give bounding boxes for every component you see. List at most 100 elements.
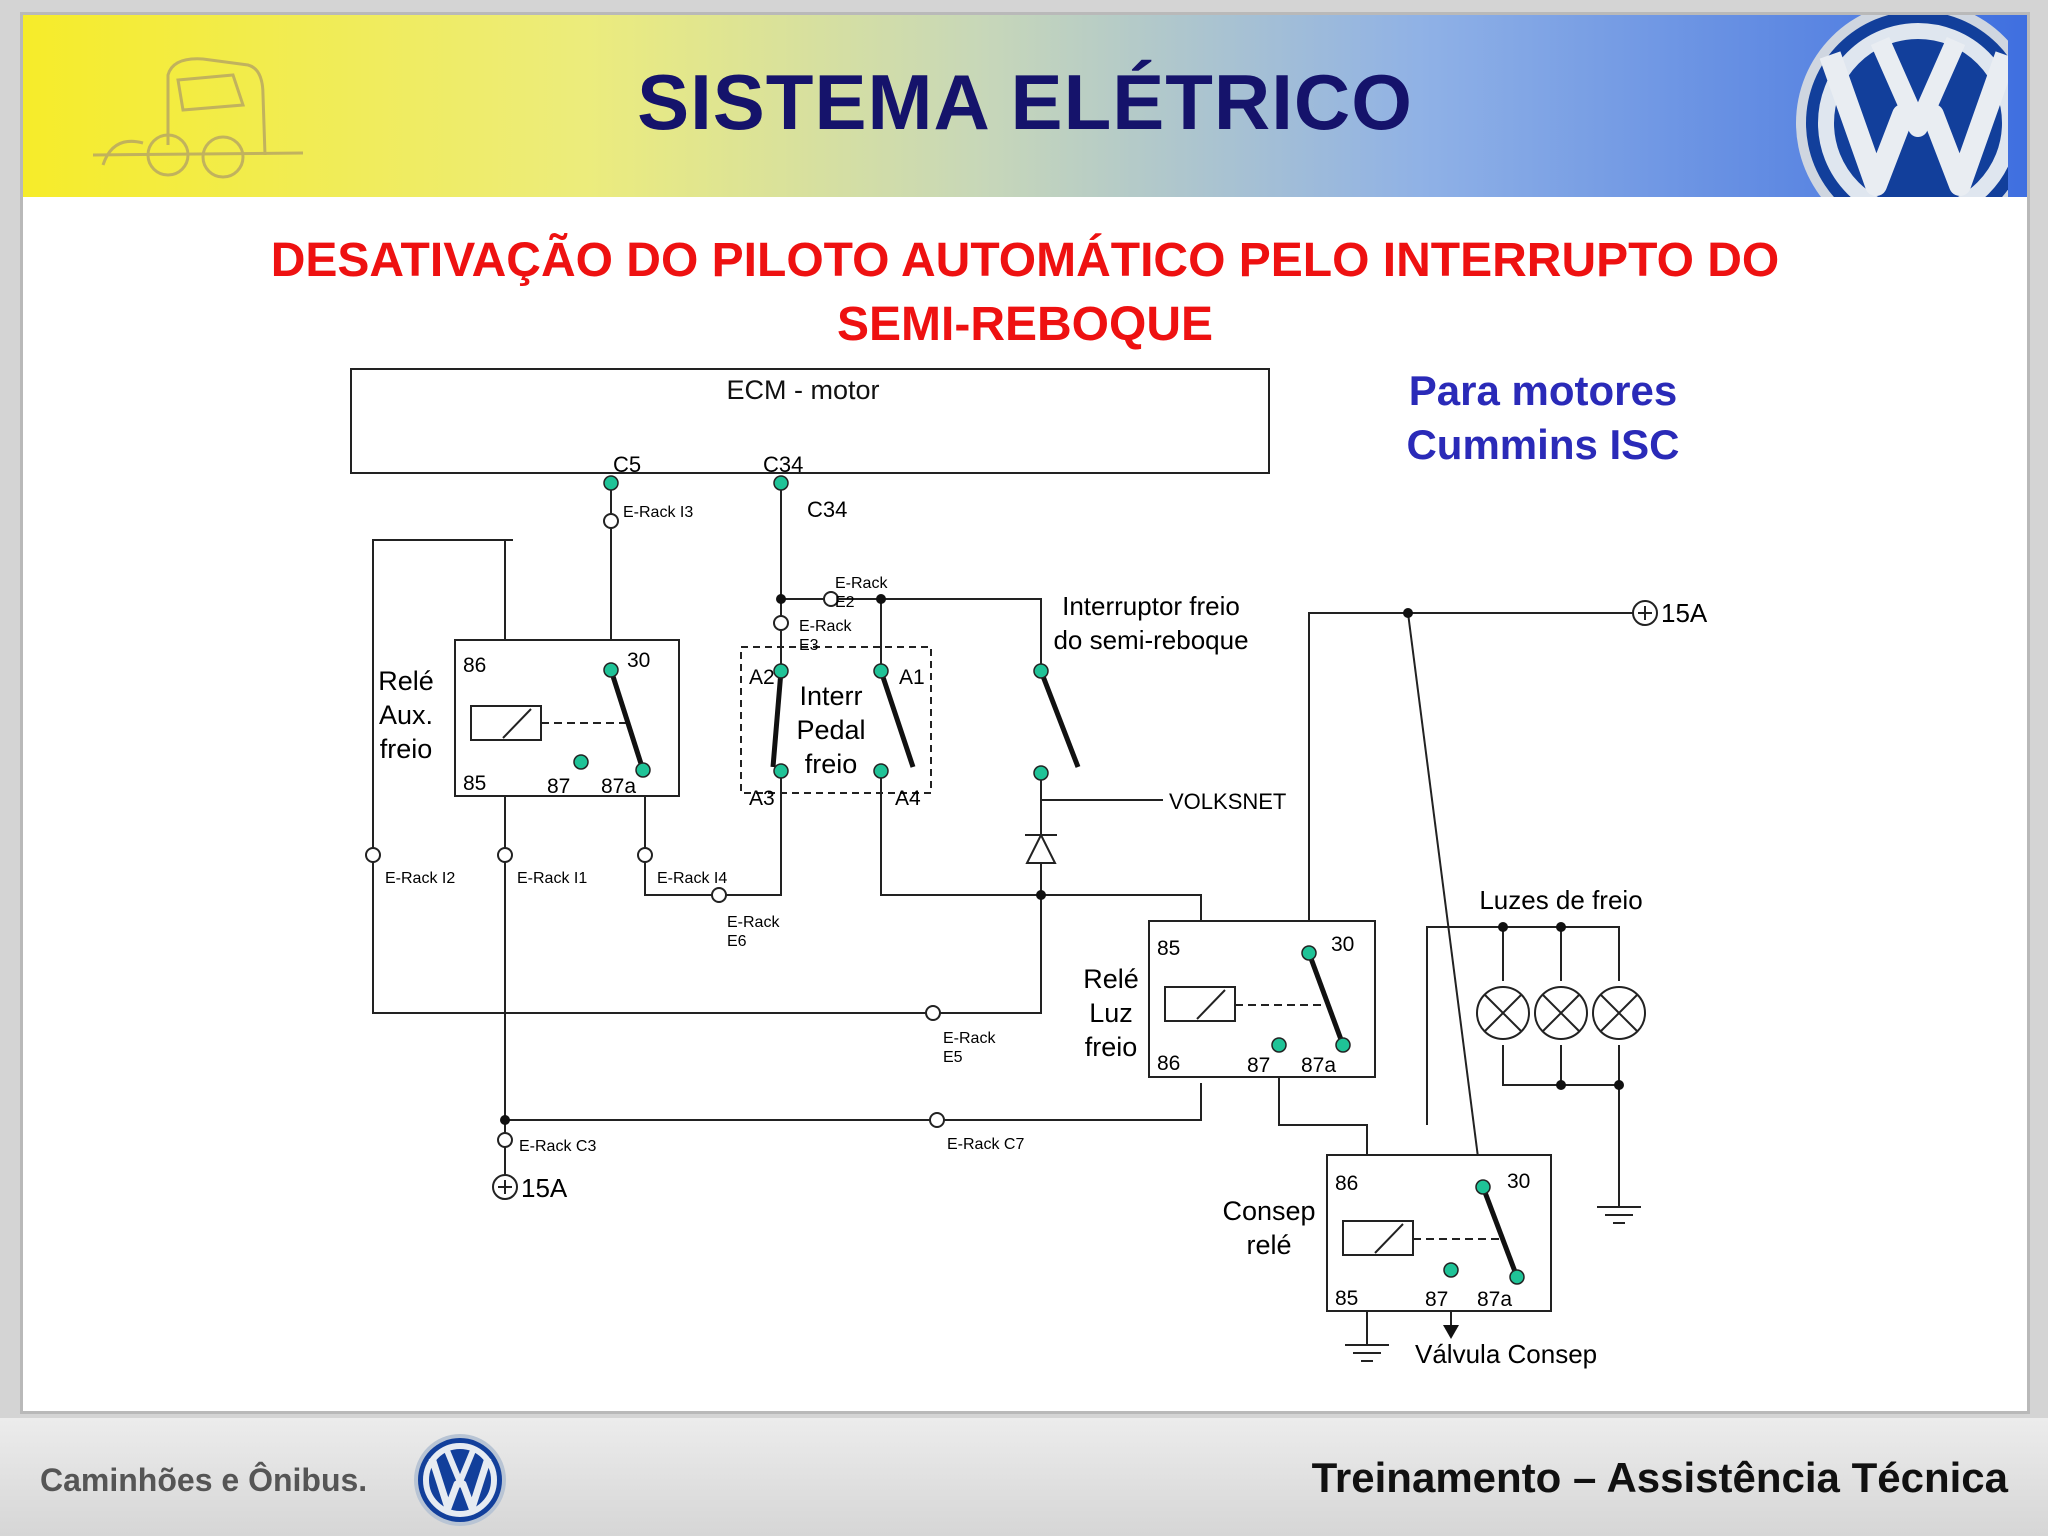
rack-e2-label-a: E-Rack — [835, 575, 888, 592]
wire-lights-bottom — [1502, 1045, 1620, 1086]
terminal-a3 — [773, 763, 789, 779]
terminal-a1 — [873, 663, 889, 679]
junction-bus — [500, 1115, 510, 1125]
relay-luz-contact — [1306, 952, 1346, 1046]
connector-e-rack-e5 — [925, 1005, 941, 1021]
junction-15a — [1403, 608, 1413, 618]
relay-luz-pin-87a: 87a — [1301, 1054, 1336, 1077]
trailer-switch-contact — [1038, 670, 1081, 768]
relay-luz-label-1: Relé — [1083, 964, 1139, 994]
lamp-icon-3 — [1592, 986, 1646, 1040]
pedal-pin-a3: A3 — [749, 787, 775, 810]
rack-c7-label: E-Rack C7 — [947, 1136, 1024, 1153]
relay-luz-pin-30: 30 — [1331, 933, 1354, 956]
page-title: SISTEMA ELÉTRICO — [637, 58, 1413, 146]
connector-e-rack-i3 — [603, 513, 619, 529]
supply-label-left: 15A — [521, 1173, 568, 1203]
wire-luz-87-consep — [1278, 1050, 1368, 1160]
relay-luz-pin-86: 86 — [1157, 1052, 1180, 1075]
terminal-trailer-1 — [1033, 663, 1049, 679]
consep-coil-slash — [1374, 1223, 1404, 1254]
ecm-label: ECM - motor — [726, 375, 879, 405]
rack-i1-label: E-Rack I1 — [517, 870, 587, 887]
relay-aux-pin-87: 87 — [547, 775, 570, 798]
subtitle-line-2: SEMI-REBOQUE — [836, 298, 1214, 351]
footer-brand: Caminhões e Ônibus. — [40, 1462, 368, 1498]
terminal-a2 — [773, 663, 789, 679]
valve-label: Válvula Consep — [1415, 1339, 1597, 1369]
pedal-contact-a2 — [770, 670, 784, 768]
junction-a1 — [876, 594, 886, 604]
pedal-label-2: Pedal — [796, 715, 865, 745]
pedal-pin-a4: A4 — [895, 787, 921, 810]
pin-c34-side: C34 — [807, 497, 847, 522]
supply-icon-right — [1632, 600, 1658, 626]
valve-arrow-icon — [1443, 1325, 1459, 1339]
connector-e-rack-i1 — [497, 847, 513, 863]
terminal-luz-87 — [1271, 1037, 1287, 1053]
wire-c34 — [780, 483, 1042, 671]
header-banner: SISTEMA ELÉTRICO — [23, 15, 2027, 197]
wire-volksnet — [1040, 773, 1163, 801]
pedal-contact-a1 — [878, 670, 916, 768]
relay-aux-label-1: Relé — [378, 666, 434, 696]
trailer-switch-label-1: Interruptor freio — [1062, 591, 1240, 621]
junction-lights-2 — [1556, 922, 1566, 932]
pin-c34: C34 — [763, 452, 803, 477]
rack-i2-label: E-Rack I2 — [385, 870, 455, 887]
footer: Caminhões e Ônibus. Treinamento – Assist… — [0, 1418, 2048, 1536]
relay-aux-pin-87a: 87a — [601, 775, 636, 798]
volksnet-label: VOLKSNET — [1169, 789, 1286, 814]
junction-lights-4 — [1614, 1080, 1624, 1090]
consep-pin-30: 30 — [1507, 1170, 1530, 1193]
relay-luz-pin-87: 87 — [1247, 1054, 1270, 1077]
ground-icon-consep — [1345, 1344, 1389, 1362]
wire-e-rack-i2 — [372, 539, 1042, 1014]
terminal-consep-87 — [1443, 1262, 1459, 1278]
relay-luz-coil-slash — [1196, 989, 1226, 1020]
consep-contact — [1480, 1186, 1520, 1278]
junction-diode — [1036, 890, 1046, 900]
connector-e-rack-e6 — [711, 887, 727, 903]
rack-e3-label-b: E3 — [799, 637, 819, 654]
ecm-box — [350, 368, 1270, 474]
note-line-1: Para motores — [1408, 367, 1678, 414]
terminal-luz-30 — [1301, 945, 1317, 961]
relay-aux-label-2: Aux. — [379, 700, 433, 730]
terminal-a4 — [873, 763, 889, 779]
subtitle-line-1: DESATIVAÇÃO DO PILOTO AUTOMÁTICO PELO IN… — [270, 234, 1780, 287]
diode-icon — [1025, 832, 1057, 864]
wire-15a-right — [1308, 612, 1633, 921]
vw-logo-bottom-icon — [414, 1434, 506, 1526]
relay-luz-pin-85: 85 — [1157, 937, 1180, 960]
terminal-trailer-2 — [1033, 765, 1049, 781]
relay-aux-pin-86: 86 — [463, 654, 486, 677]
relay-aux-pin-85: 85 — [463, 772, 486, 795]
lamp-icon-2 — [1534, 986, 1588, 1040]
relay-luz-label-3: freio — [1085, 1032, 1138, 1062]
wire-a4 — [880, 773, 1041, 896]
lights-label: Luzes de freio — [1479, 885, 1642, 915]
consep-pin-87a: 87a — [1477, 1288, 1512, 1311]
wire-relay-luz-85 — [1041, 894, 1202, 921]
terminal-aux-87 — [573, 754, 589, 770]
footer-training: Treinamento – Assistência Técnica — [1311, 1454, 2008, 1501]
consep-label-2: relé — [1246, 1230, 1291, 1260]
connector-e-rack-c3 — [497, 1132, 513, 1148]
wire-lights-feed — [1426, 926, 1620, 1125]
wiring-diagram: ECM - motor C5 C34 C34 — [350, 368, 1708, 1369]
rack-e6-label-a: E-Rack — [727, 914, 780, 931]
terminal-consep-30 — [1475, 1179, 1491, 1195]
consep-pin-86: 86 — [1335, 1172, 1358, 1195]
wire-e-rack-c7 — [505, 1083, 1202, 1121]
truck-sketch-icon — [92, 57, 304, 179]
lamp-icon-1 — [1476, 986, 1530, 1040]
rack-e5-label-a: E-Rack — [943, 1030, 996, 1047]
rack-e3-label-a: E-Rack — [799, 618, 852, 635]
connector-e-rack-i2 — [365, 847, 381, 863]
consep-label-1: Consep — [1222, 1196, 1315, 1226]
terminal-c34 — [773, 475, 789, 491]
pedal-label-1: Interr — [799, 681, 862, 711]
rack-i4-label: E-Rack I4 — [657, 870, 727, 887]
wire-consep-30 — [1407, 612, 1480, 1166]
